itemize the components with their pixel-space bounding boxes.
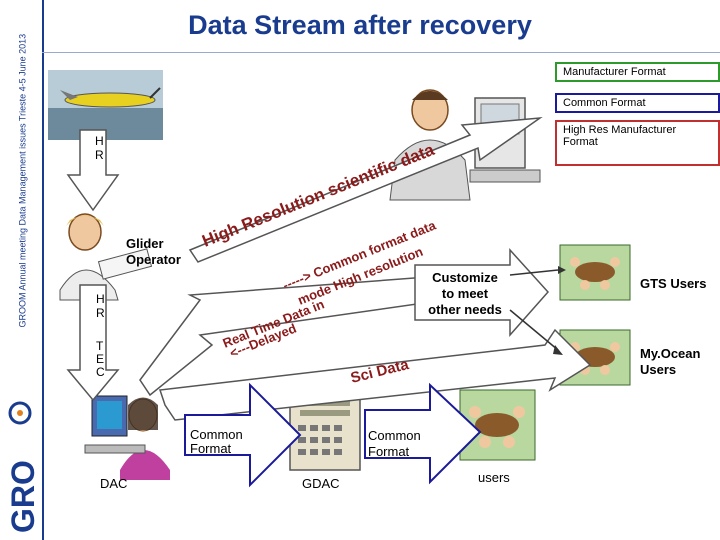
legend-common-format: Common Format <box>555 93 720 113</box>
hr-top-label: H R <box>95 134 104 162</box>
gdac-label: GDAC <box>302 476 340 491</box>
dac-label: DAC <box>100 476 128 491</box>
common-format-left-label: Common Format <box>190 427 243 456</box>
gts-users-label: GTS Users <box>640 276 707 291</box>
myocean-connector-head <box>553 345 563 355</box>
gts-connector <box>509 269 559 276</box>
legend-highres-format: High Res Manufacturer Format <box>555 120 720 166</box>
hr-top-arrow <box>66 129 120 212</box>
glider-operator-label: Glider Operator <box>126 236 181 267</box>
gts-users-image <box>559 244 631 301</box>
customize-label: Customize to meet other needs <box>428 270 502 317</box>
sci-data-arrow <box>158 328 592 421</box>
myocean-users-label: My.Ocean Users <box>640 346 701 377</box>
legend-manufacturer-format: Manufacturer Format <box>555 62 720 82</box>
common-format-right-arrow <box>364 382 482 485</box>
title-underline <box>42 52 720 53</box>
common-format-left-arrow <box>184 382 302 488</box>
sidebar-divider <box>42 0 44 540</box>
groom-logo: GRO <box>4 385 48 535</box>
common-format-right-label: Common Format <box>368 428 421 459</box>
hr-bottom-label: H R <box>96 292 105 320</box>
tec-label: T E C <box>96 339 105 379</box>
glider-image <box>48 70 163 140</box>
page-title: Data Stream after recovery <box>188 10 532 40</box>
hr-bottom-arrow <box>66 284 120 402</box>
svg-text:GRO: GRO <box>5 460 41 533</box>
dac-operator-image <box>84 395 170 480</box>
gts-connector-head <box>558 266 566 274</box>
highres-arc-arrow <box>188 117 543 263</box>
users-label: users <box>478 470 510 485</box>
myocean-connector <box>509 309 559 351</box>
